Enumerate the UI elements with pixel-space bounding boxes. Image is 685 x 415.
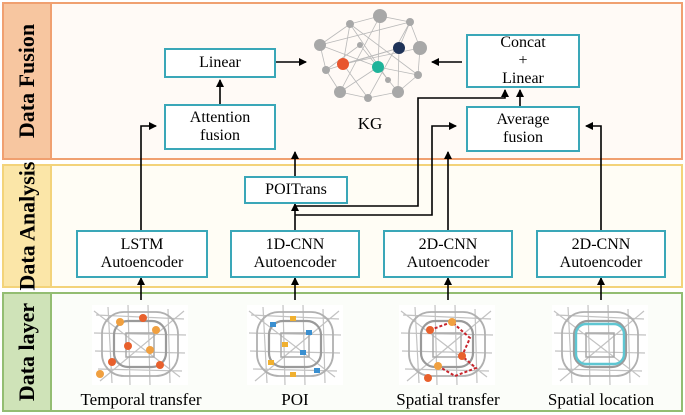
spatial-transfer-map [397, 303, 497, 387]
cnn2d-transfer-autoencoder-box: 2D-CNN Autoencoder [383, 230, 513, 278]
average-fusion-box: Average fusion [466, 106, 580, 152]
kg-node-teal [372, 61, 384, 73]
poitrans-label: POITrans [265, 181, 327, 198]
kg-node-red [337, 58, 349, 70]
concat-label-line1: Concat [500, 34, 546, 51]
cnn2d-b-label-line1: 2D-CNN [571, 236, 631, 253]
temporal-transfer-caption: Temporal transfer [80, 390, 202, 409]
concat-label-line3: Linear [502, 70, 544, 87]
arrows [137, 58, 605, 300]
cnn2d-a-label-line2: Autoencoder [406, 254, 490, 271]
cnn1d-label-line1: 1D-CNN [265, 236, 325, 253]
data-analysis-label: Data Analysis [4, 162, 52, 290]
cnn1d-label-line2: Autoencoder [253, 254, 337, 271]
linear-label: Linear [199, 54, 241, 71]
linear-box: Linear [164, 48, 276, 78]
kg-node-navy [393, 42, 405, 54]
kg-label: KG [357, 114, 383, 133]
spatial-location-map [550, 303, 650, 387]
attention-label-line2: fusion [200, 127, 240, 144]
average-label-line2: fusion [503, 129, 543, 146]
data-fusion-label: Data Fusion [4, 4, 52, 158]
attention-fusion-box: Attention fusion [164, 104, 276, 150]
concat-label-line2: + [518, 52, 528, 69]
knowledge-graph [319, 15, 421, 99]
poi-map [245, 303, 345, 387]
lstm-label-line1: LSTM [120, 236, 164, 253]
average-label-line1: Average [496, 111, 550, 128]
lstm-autoencoder-box: LSTM Autoencoder [76, 230, 208, 278]
cnn2d-location-autoencoder-box: 2D-CNN Autoencoder [536, 230, 666, 278]
cnn2d-a-label-line1: 2D-CNN [418, 236, 478, 253]
concat-linear-box: Concat + Linear [466, 34, 580, 88]
poitrans-box: POITrans [244, 176, 348, 204]
lstm-label-line2: Autoencoder [100, 254, 184, 271]
cnn2d-b-label-line2: Autoencoder [559, 254, 643, 271]
attention-label-line1: Attention [189, 109, 251, 126]
spatial-location-caption: Spatial location [547, 390, 655, 409]
poi-caption: POI [281, 390, 309, 409]
kg-nodes [314, 9, 427, 102]
spatial-transfer-caption: Spatial transfer [396, 390, 500, 409]
cnn1d-autoencoder-box: 1D-CNN Autoencoder [230, 230, 360, 278]
data-layer-label: Data layer [4, 294, 52, 410]
temporal-transfer-map [90, 303, 190, 387]
